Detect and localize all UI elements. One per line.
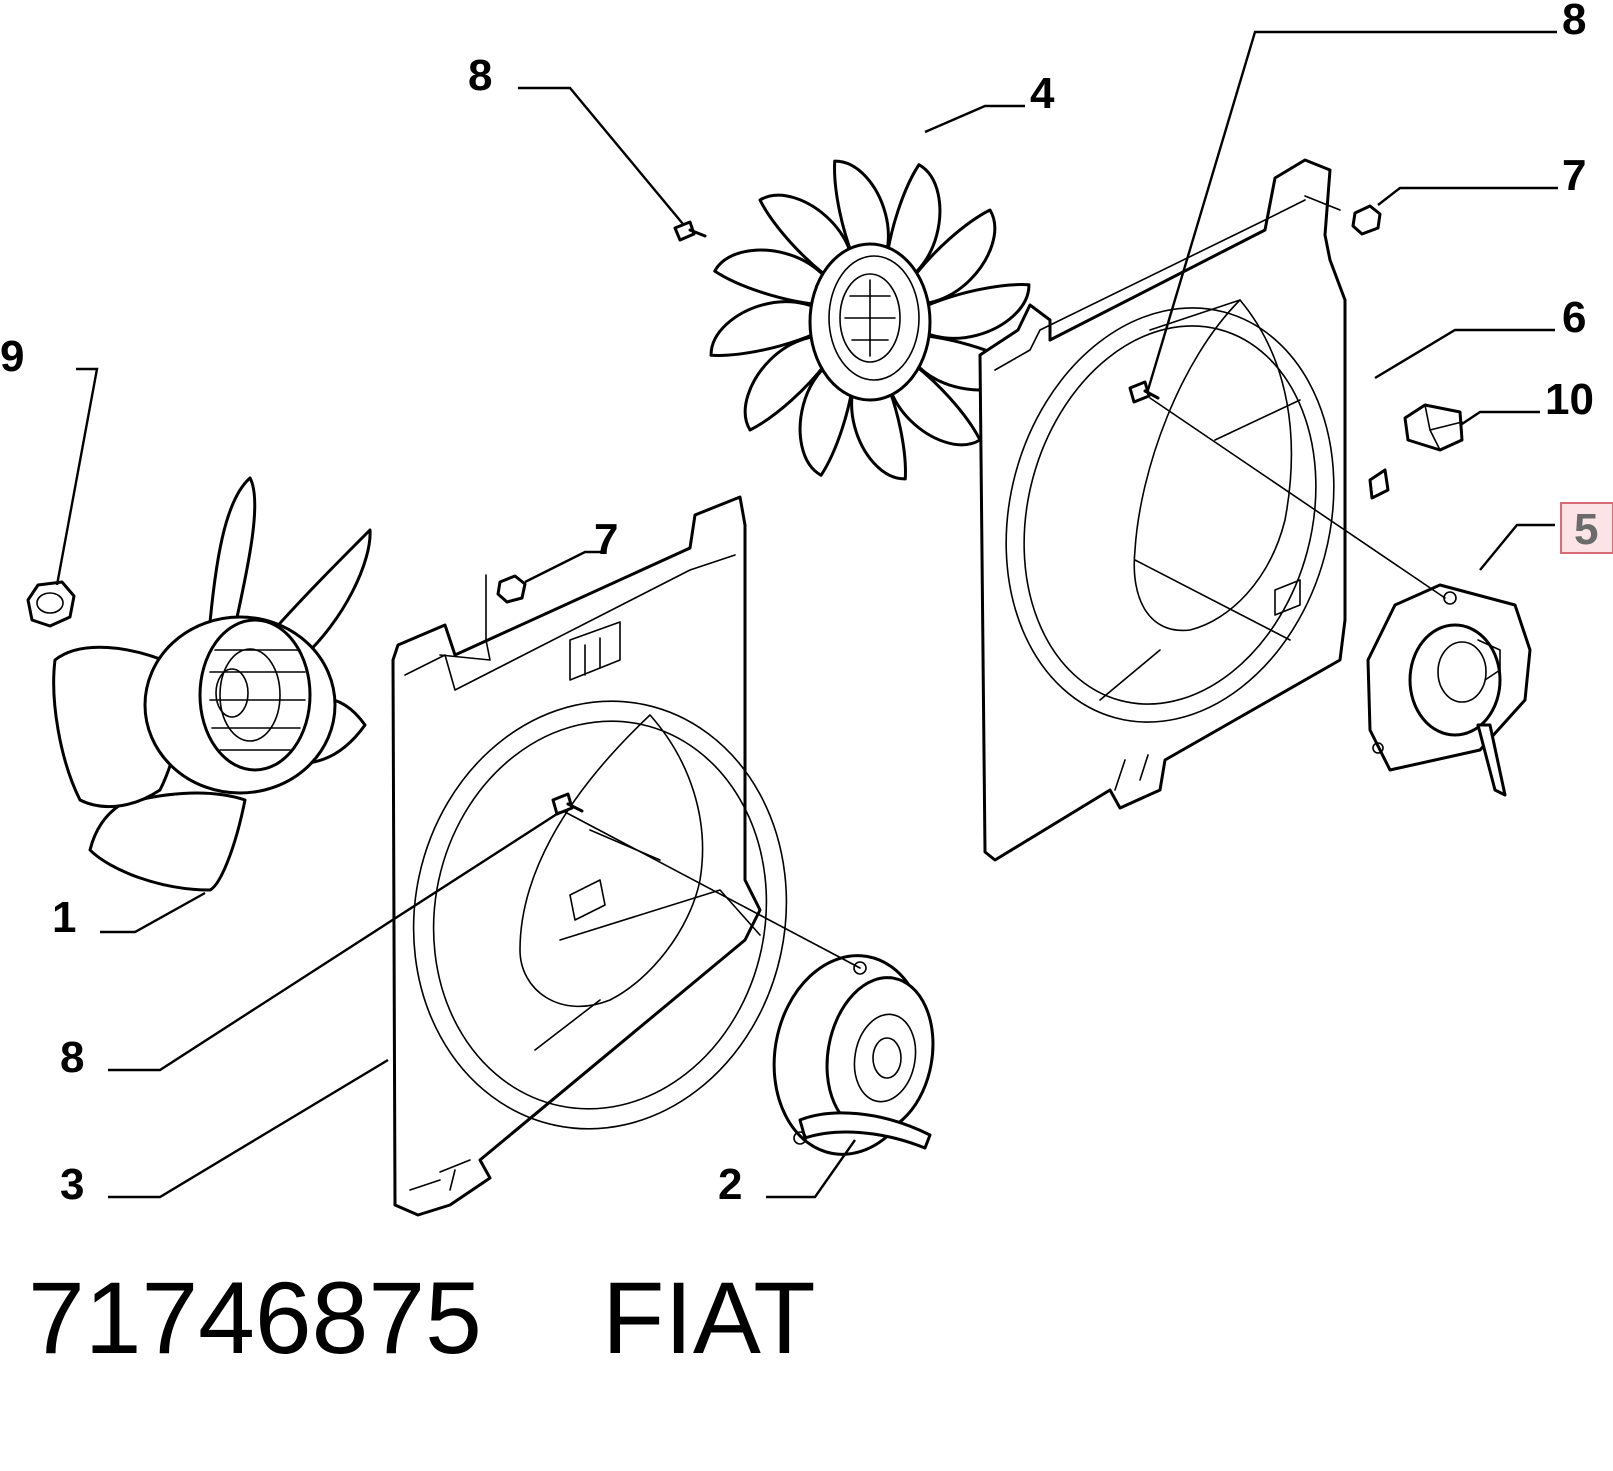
screw-part-8-right[interactable]	[1128, 380, 1160, 404]
screw-part-8-top[interactable]	[673, 220, 707, 242]
callout-8-center: 8	[60, 1033, 84, 1082]
fan-blade-assembly-part-1[interactable]	[52, 476, 372, 892]
callout-labels: 8 4 8 7 6 10 5 9 1 7 8 3 2	[0, 0, 1613, 1209]
alignment-lines	[439, 195, 1446, 969]
callout-2: 2	[718, 1160, 742, 1209]
nut-part-7-center[interactable]	[496, 574, 527, 604]
callout-4: 4	[1030, 69, 1055, 118]
callout-1: 1	[52, 893, 76, 942]
fan-shroud-part-6[interactable]	[961, 158, 1390, 862]
clip-part-10[interactable]	[1403, 403, 1464, 452]
footer-caption: 71746875 FIAT	[28, 1258, 816, 1378]
callout-8-top: 8	[468, 51, 492, 100]
highlight-box	[1560, 502, 1613, 554]
callout-7-center: 7	[594, 515, 618, 564]
callout-9: 9	[0, 332, 24, 381]
callout-7-right: 7	[1562, 151, 1586, 200]
leader-lines	[55, 30, 1558, 1199]
part-number: 71746875	[28, 1261, 482, 1375]
fan-blade-assembly-part-4[interactable]	[707, 157, 1033, 483]
fan-motor-part-2[interactable]	[759, 943, 945, 1166]
brand-name: FIAT	[602, 1261, 816, 1375]
callout-10: 10	[1545, 375, 1594, 424]
callout-3: 3	[60, 1160, 84, 1209]
callout-8-right: 8	[1562, 0, 1586, 44]
nut-part-7-right[interactable]	[1351, 204, 1382, 236]
callout-6: 6	[1562, 293, 1586, 342]
callout-5-highlighted: 5	[1574, 505, 1598, 554]
fan-motor-part-5[interactable]	[1366, 583, 1532, 797]
nut-part-9[interactable]	[26, 580, 76, 628]
fan-shroud-part-3[interactable]	[374, 495, 825, 1217]
screw-part-8-center[interactable]	[551, 792, 584, 816]
